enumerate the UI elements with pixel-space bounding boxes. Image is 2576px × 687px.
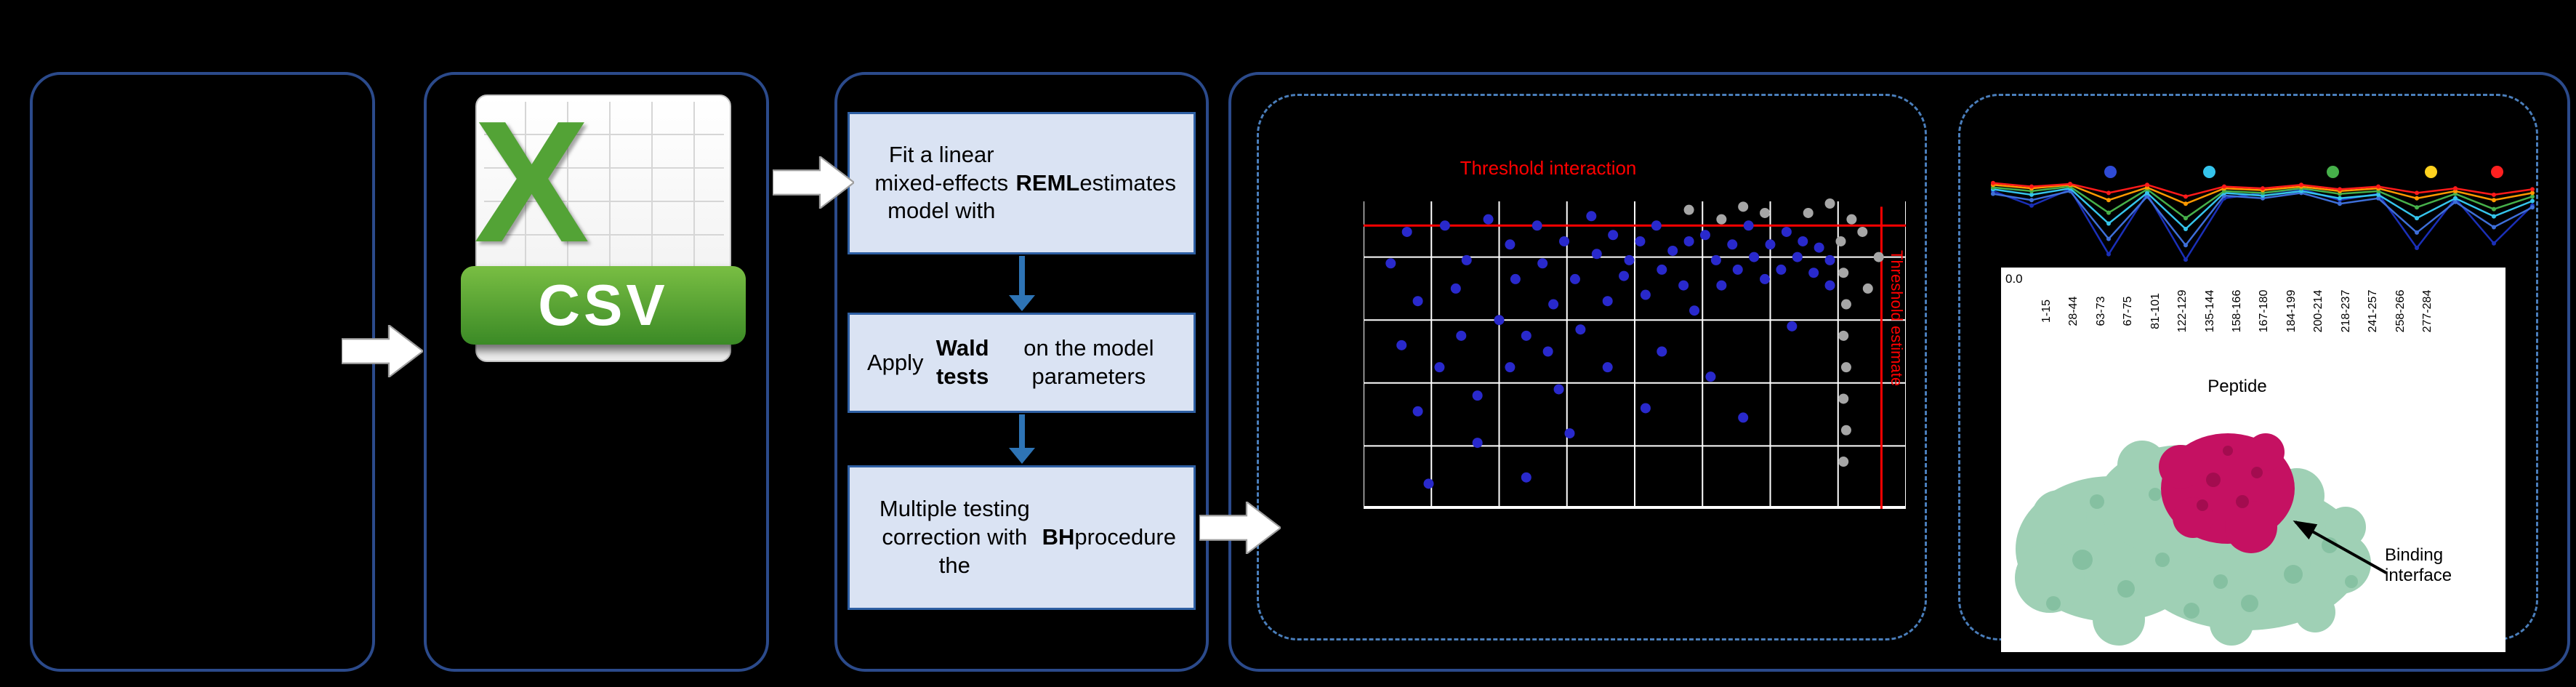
arrow-shape (342, 325, 423, 377)
spreadsheet-grid (484, 102, 724, 269)
peptide-tick: 167-180 (2258, 289, 2271, 333)
step-text: procedure (1074, 524, 1176, 550)
peptide-tick: 63-73 (2094, 296, 2107, 326)
excel-x-logo: X (474, 86, 589, 278)
binding-interface-label: Binding interface (2385, 545, 2452, 585)
peptide-tick: 184-199 (2285, 289, 2298, 333)
peptide-tick: 200-214 (2312, 289, 2325, 333)
step-text-bold: REML (1015, 169, 1080, 196)
condition-dot (2424, 166, 2437, 178)
protein-shading (2046, 488, 2358, 619)
condition-dots (1987, 164, 2538, 180)
csv-box (424, 72, 769, 672)
peptide-tick: 1-15 (2040, 299, 2053, 324)
peptide-tick: 277-284 (2421, 289, 2434, 333)
peptide-tick: 28-44 (2067, 296, 2080, 326)
model-steps-box (834, 72, 1209, 672)
binding-annotation-arrow-icon (2293, 521, 2387, 574)
step-text: estimates (1079, 169, 1176, 196)
step-text-bold: Wald tests (935, 335, 989, 389)
peptide-axis-panel: 0.0 1-15 28-44 63-73 67-75 81-101 122-129 135-… (2001, 268, 2505, 652)
down-arrow-icon (1009, 256, 1035, 311)
peptide-tick: 158-166 (2231, 289, 2244, 333)
peptide-profile-chart (1991, 180, 2535, 262)
peptide-tick: 135-144 (2203, 289, 2216, 333)
csv-file-icon: X CSV (449, 86, 757, 377)
volcano-panel (1257, 94, 1927, 640)
binding-site-shading (2197, 446, 2263, 511)
flow-right-arrow-icon (773, 156, 854, 209)
peptide-tick: 67-75 (2122, 296, 2135, 326)
condition-dot (2490, 166, 2503, 178)
step-bh-correction: Multiple testing correction with the BH … (848, 465, 1196, 610)
down-arrow-icon (1009, 414, 1035, 464)
protein-structure-image (2015, 433, 2371, 646)
arrow-shaft (1019, 256, 1025, 297)
peptide-tick: 81-101 (2149, 293, 2162, 329)
condition-dot (2203, 166, 2216, 178)
peptide-tick: 122-129 (2176, 289, 2189, 333)
arrow-shape (1199, 502, 1281, 554)
y-axis-tick: 0.0 (2005, 272, 2023, 286)
results-box (1228, 72, 2570, 672)
flow-right-arrow-icon (1199, 502, 1281, 554)
csv-banner-label: CSV (461, 266, 746, 345)
step-text: Fit a linear mixed-effects model with (874, 141, 1009, 224)
csv-page: X CSV (461, 86, 746, 362)
peptide-tick: 218-237 (2339, 289, 2352, 333)
step-text-bold: BH (1042, 524, 1075, 550)
step-fit-model: Fit a linear mixed-effects model with RE… (848, 112, 1196, 254)
peptide-tick: 258-266 (2394, 289, 2407, 333)
input-data-box (30, 72, 375, 672)
step-text: Multiple testing correction with the (879, 496, 1030, 578)
peptide-tick: 241-257 (2367, 289, 2380, 333)
arrow-head (1009, 295, 1035, 311)
x-axis-label: Peptide (2207, 377, 2267, 396)
peptide-tick-labels: 1-15 28-44 63-73 67-75 81-101 122-129 135-144 1… (2033, 273, 2442, 349)
arrow-shape (773, 156, 854, 209)
flow-right-arrow-icon (342, 325, 423, 377)
arrow-shaft (1019, 414, 1025, 449)
condition-dot (2104, 166, 2117, 178)
threshold-interaction-label: Threshold interaction (1460, 157, 1637, 179)
arrow-head (1009, 448, 1035, 464)
condition-dot (2327, 166, 2340, 178)
step-text: on the model parameters (1023, 335, 1154, 389)
step-wald-tests: Apply Wald tests on the model parameters (848, 313, 1196, 413)
threshold-estimate-label: Threshold estimate (1888, 250, 1906, 387)
step-text: Apply (867, 349, 924, 375)
volcano-scatter-plot (1364, 198, 1906, 509)
